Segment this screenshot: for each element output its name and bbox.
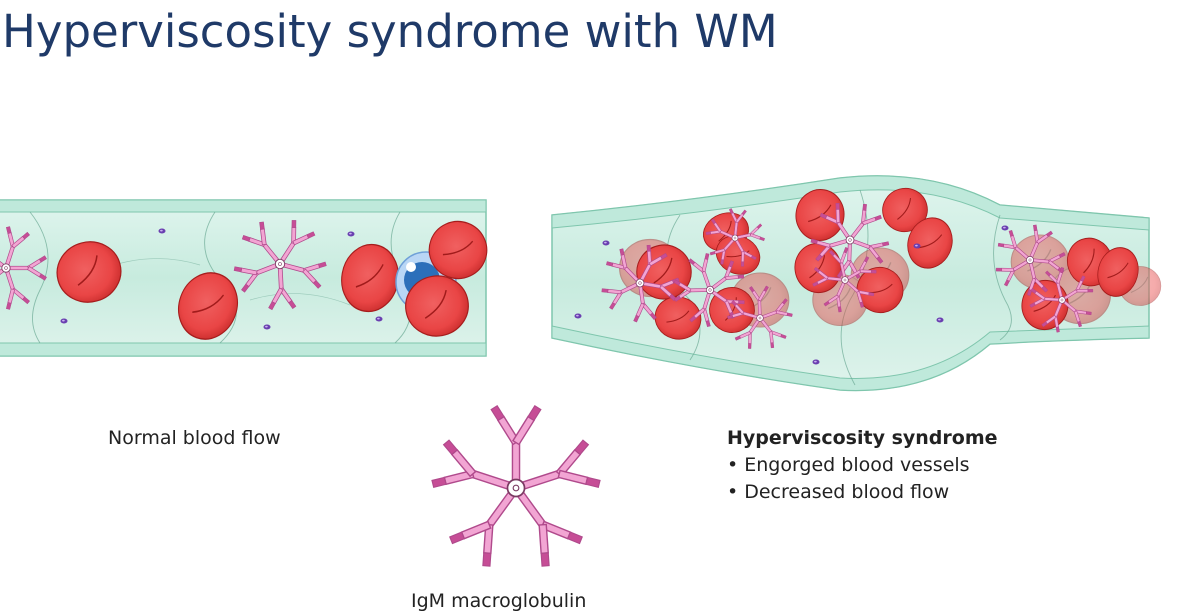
point-engorged-vessels: Engorged blood vessels — [727, 452, 998, 479]
page-title: Hyperviscosity syndrome with WM — [2, 5, 778, 58]
engorged-vessel — [551, 175, 1162, 392]
normal-vessel — [0, 199, 496, 357]
igm-macroglobulin-figure — [430, 406, 602, 569]
point-decreased-flow: Decreased blood flow — [727, 479, 998, 506]
hyperviscosity-heading: Hyperviscosity syndrome — [727, 427, 998, 449]
hyperviscosity-summary: Hyperviscosity syndrome Engorged blood v… — [727, 425, 998, 506]
igm-macroglobulin-label: IgM macroglobulin — [411, 590, 587, 612]
hyperviscosity-points: Engorged blood vessels Decreased blood f… — [727, 452, 998, 506]
normal-blood-flow-label: Normal blood flow — [108, 427, 281, 449]
